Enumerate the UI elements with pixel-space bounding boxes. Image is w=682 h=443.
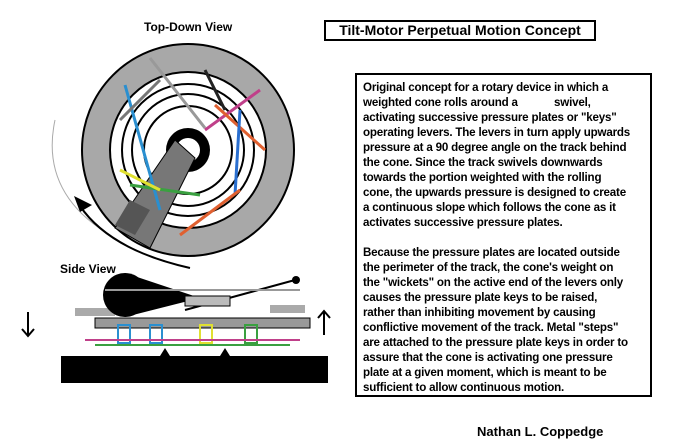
text-line: plate at a given moment, which is meant … [363,366,607,379]
text-line: cone, the upwards pressure is designed t… [363,186,626,199]
text-line: the "wickets" on the active end of the l… [363,276,623,289]
text-line: Original concept for a rotary device in … [363,81,609,94]
text-line: rather than inhibiting movement by causi… [363,306,596,319]
text-line: the perimeter of the track, the cone's w… [363,261,614,274]
side-view-drawing [21,273,331,383]
text-line: activating successive pressure plates or… [363,111,617,124]
text-line: the cone. Since the track swivels downwa… [363,156,603,169]
top-down-view-label: Top-Down View [144,20,233,34]
text-line: a continuous slope which follows the con… [363,201,616,214]
text-line: sufficient to allow continuous motion. [363,381,565,394]
text-line: Because the pressure plates are located … [363,246,620,259]
text-line: conflictive movement of the track. Metal… [363,321,619,334]
text-line: weighted cone rolls around a swivel, [363,96,591,109]
text-line: activates successive pressure plates. [363,216,563,229]
text-line: pressure at a 90 degree angle on the tra… [363,141,627,154]
text-line: causes the pressure plate keys to be rai… [363,291,598,304]
text-line: assure that the cone is activating one p… [363,351,613,364]
page-title: Tilt-Motor Perpetual Motion Concept [324,20,596,41]
side-view-label: Side View [60,262,116,276]
text-line: operating levers. The levers in turn app… [363,126,631,139]
top-down-view-drawing [51,43,295,269]
author-name: Nathan L. Coppedge [477,424,604,439]
text-line: are attached to the pressure plate keys … [363,336,628,349]
text-line: towards the portion weighted with the ro… [363,171,602,184]
description-box: Original concept for a rotary device in … [355,73,652,397]
description-paragraph-2: Because the pressure plates are located … [363,245,644,395]
description-paragraph-1: Original concept for a rotary device in … [363,80,644,230]
